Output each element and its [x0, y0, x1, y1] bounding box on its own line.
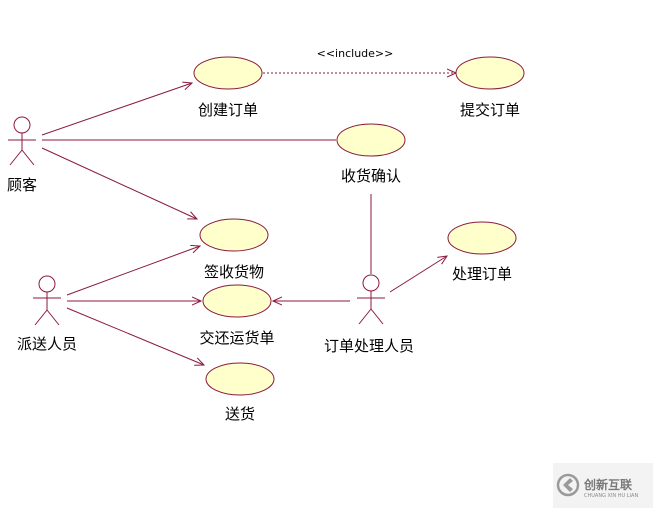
use-case-deliver: 送货 [205, 362, 275, 423]
actor-right-leg [21, 149, 35, 166]
actor-order-handler [357, 274, 385, 325]
use-case-label: 签收货物 [204, 263, 264, 281]
watermark: 创新互联 CHUANG XIN HU LIAN [553, 463, 653, 508]
watermark-background [553, 463, 653, 508]
assoc-customer-sign-goods [41, 147, 197, 219]
include-stereotype: <<include>> [317, 47, 394, 60]
actor-customer [8, 116, 36, 166]
actor-head [38, 275, 56, 293]
use-case-ellipse [202, 284, 272, 318]
actor-right-leg [46, 309, 60, 326]
use-case-create-order: 创建订单 [193, 56, 263, 119]
use-case-ellipse [205, 362, 275, 396]
actor-courier [33, 275, 61, 326]
actor-head [362, 274, 380, 292]
use-case-return-waybill: 交还运货单 [199, 284, 275, 347]
use-case-ellipse [336, 123, 406, 157]
actor-courier-label: 派送人员 [17, 335, 77, 353]
use-case-ellipse [447, 221, 517, 255]
use-case-label: 提交订单 [460, 101, 520, 119]
assoc-customer-create-order [41, 83, 192, 136]
actor-left-leg [358, 308, 372, 325]
use-case-label: 创建订单 [198, 101, 258, 119]
use-case-confirm-receipt: 收货确认 [336, 123, 406, 185]
use-case-ellipse [193, 56, 263, 90]
actor-head [13, 116, 31, 134]
actor-order-handler-label: 订单处理人员 [324, 337, 414, 355]
association-lines [41, 73, 456, 365]
assoc-handler-process-order [389, 256, 447, 293]
use-case-sign-goods: 签收货物 [199, 218, 269, 281]
use-case-label: 处理订单 [452, 265, 512, 283]
use-case-ellipse [199, 218, 269, 252]
use-case-label: 交还运货单 [199, 329, 274, 347]
watermark-brand: 创新互联 [583, 477, 632, 492]
actor-right-leg [370, 308, 384, 325]
actor-left-leg [34, 309, 48, 326]
use-case-label: 收货确认 [341, 167, 401, 185]
use-case-submit-order: 提交订单 [455, 56, 525, 119]
actor-left-leg [9, 149, 23, 166]
watermark-logo-icon [556, 473, 580, 497]
assoc-courier-deliver [66, 307, 204, 365]
watermark-sub: CHUANG XIN HU LIAN [584, 493, 638, 499]
use-case-ellipse [455, 56, 525, 90]
use-case-process-order: 处理订单 [447, 221, 517, 283]
use-case-label: 送货 [225, 405, 255, 423]
actor-customer-label: 顾客 [7, 176, 37, 194]
assoc-courier-sign-goods [66, 246, 200, 296]
